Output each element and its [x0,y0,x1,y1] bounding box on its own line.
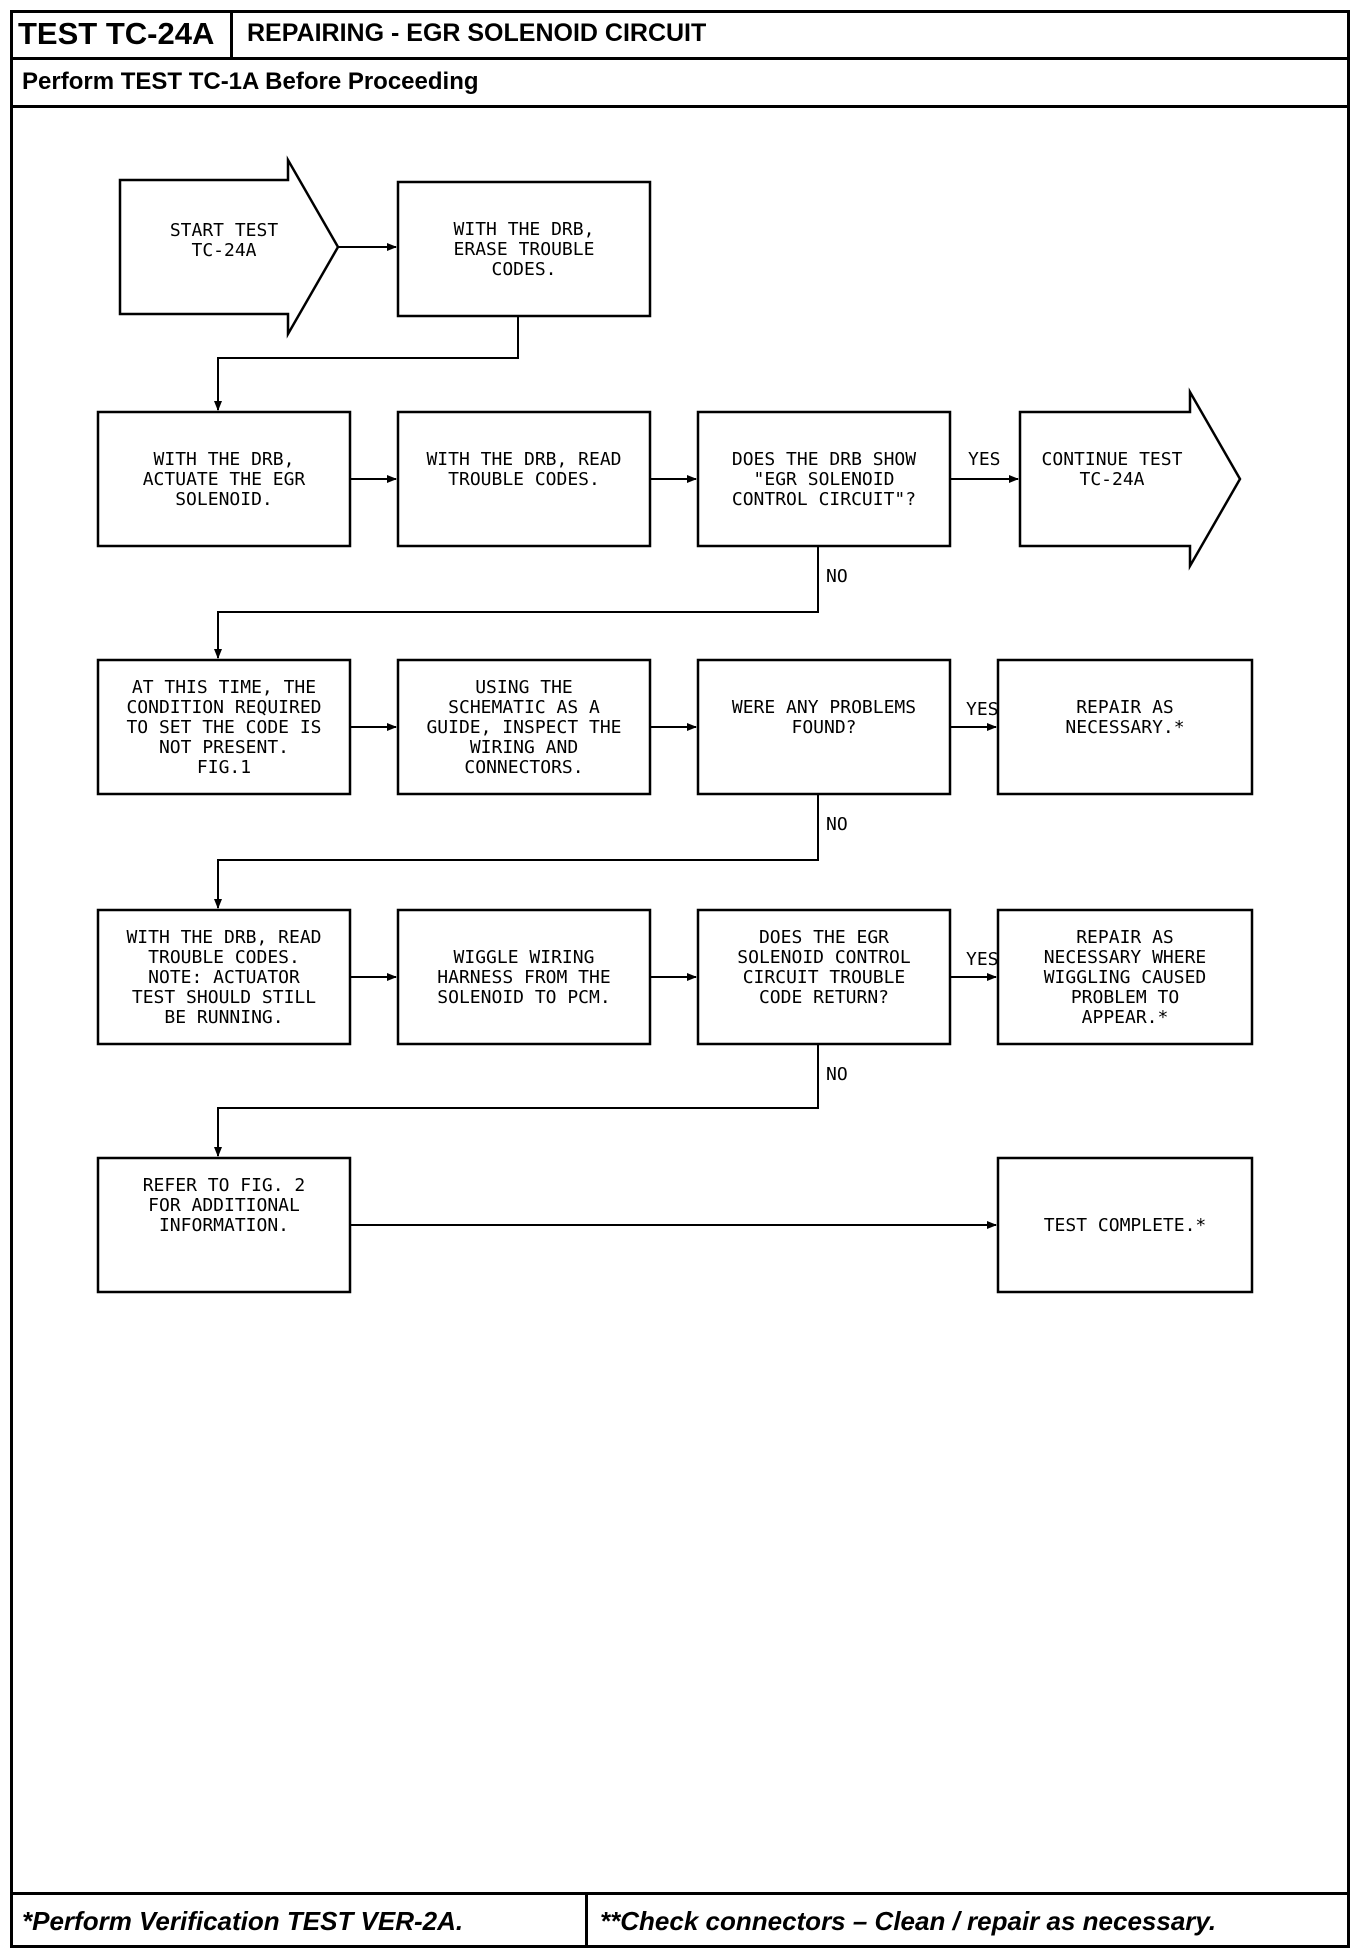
label-line: SOLENOID TO PCM. [437,987,610,1008]
label-line: NOTE: ACTUATOR [148,967,300,988]
footer-note-verification: *Perform Verification TEST VER-2A. [10,1895,588,1948]
label-line: WITH THE DRB, READ [426,449,621,470]
no-label-3: NO [826,1064,848,1085]
label-line: FIG.1 [197,757,251,778]
yes-label-3: YES [966,949,999,970]
label-line: USING THE [475,677,573,698]
label-line: CONDITION REQUIRED [126,697,321,718]
label-line: SCHEMATIC AS A [448,697,600,718]
label-line: TC-24A [191,240,256,261]
label-line: WERE ANY PROBLEMS [732,697,916,718]
label-line: NECESSARY.* [1065,717,1184,738]
label-line: START TEST [170,220,279,241]
connector-no-read-again [214,794,819,909]
label-line: REPAIR AS [1076,927,1174,948]
label-line: REPAIR AS [1076,697,1174,718]
label-line: GUIDE, INSPECT THE [426,717,621,738]
label-line: HARNESS FROM THE [437,967,610,988]
label-line: APPEAR.* [1082,1007,1169,1028]
footer-bar: *Perform Verification TEST VER-2A. **Che… [10,1892,1350,1948]
test-id: TEST TC-24A [10,10,233,57]
label-line: CONTINUE TEST [1042,449,1183,470]
label-line: ACTUATE THE EGR [143,469,306,490]
wiggle-wiring-box [396,908,652,1046]
condition-not-present-box [96,658,352,796]
label-line: TROUBLE CODES. [148,947,300,968]
read-codes-again-box [96,908,352,1046]
continue-arrow-shape [1018,387,1242,571]
question-code-return-box [696,908,952,1046]
connector-no-condition [214,546,819,659]
label-line: CODES. [491,259,556,280]
label-line: FOUND? [791,717,856,738]
connector-erase-actuate [214,316,519,411]
repair-box [996,658,1254,796]
connector-no-refer [214,1044,819,1157]
start-arrow-shape [118,155,340,339]
erase-codes-box [396,180,652,318]
footer-note-connectors: **Check connectors – Clean / repair as n… [600,1906,1217,1936]
yes-label-2: YES [966,699,999,720]
label-line: TO SET THE CODE IS [126,717,321,738]
refer-fig2-box [96,1156,352,1294]
page-subtitle: Perform TEST TC-1A Before Proceeding [10,60,1350,108]
question-problems-found-box [696,658,952,796]
page-frame [10,10,1350,1948]
label-line: WIGGLE WIRING [454,947,595,968]
test-complete-box [996,1156,1254,1294]
label-line: WIGGLING CAUSED [1044,967,1207,988]
label-line: NECESSARY WHERE [1044,947,1207,968]
label-line: ERASE TROUBLE [454,239,595,260]
label-line: PROBLEM TO [1071,987,1179,1008]
label-line: WITH THE DRB, [154,449,295,470]
label-line: WITH THE DRB, [454,219,595,240]
label-line: NOT PRESENT. [159,737,289,758]
label-line: SOLENOID CONTROL [737,947,911,968]
header-bar: TEST TC-24A REPAIRING - EGR SOLENOID CIR… [10,10,1350,60]
yes-label-1: YES [968,449,1001,470]
label-line: TEST SHOULD STILL [132,987,316,1008]
label-line: CIRCUIT TROUBLE [743,967,906,988]
label-line: BE RUNNING. [164,1007,283,1028]
label-line: WIRING AND [470,737,578,758]
label-line: CODE RETURN? [759,987,889,1008]
label-line: CONTROL CIRCUIT"? [732,489,916,510]
label-line: WITH THE DRB, READ [126,927,321,948]
label-line: TROUBLE CODES. [448,469,600,490]
label-line: TC-24A [1079,469,1144,490]
no-label-2: NO [826,814,848,835]
page-title: REPAIRING - EGR SOLENOID CIRCUIT [247,19,707,47]
complete-label: TEST COMPLETE.* [1044,1215,1207,1236]
no-label-1: NO [826,566,848,587]
repair-wiggle-box [996,908,1254,1046]
inspect-wiring-box [396,658,652,796]
label-line: FOR ADDITIONAL [148,1195,300,1216]
label-line: SOLENOID. [175,489,273,510]
label-line: DOES THE EGR [759,927,889,948]
label-line: INFORMATION. [159,1215,289,1236]
label-line: CONNECTORS. [464,757,583,778]
read-codes-box [396,410,652,548]
label-line: "EGR SOLENOID [754,469,895,490]
label-line: DOES THE DRB SHOW [732,449,916,470]
label-line: TEST COMPLETE.* [1044,1215,1207,1236]
label-line: AT THIS TIME, THE [132,677,316,698]
label-line: REFER TO FIG. 2 [143,1175,306,1196]
